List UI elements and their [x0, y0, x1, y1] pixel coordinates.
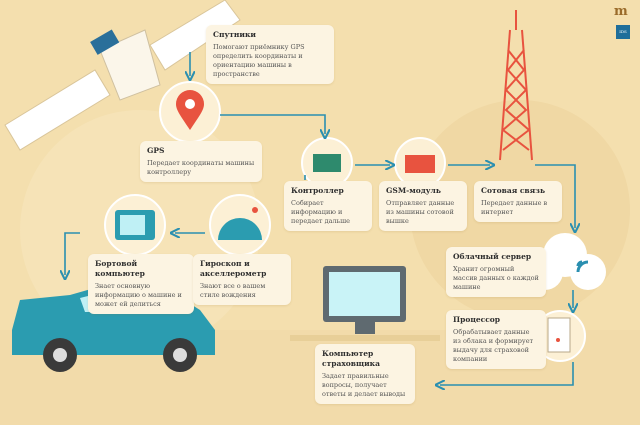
node-title: Бортовой компьютер — [95, 259, 145, 278]
node-gps: GPS Передает координаты машины контроллер… — [140, 141, 262, 182]
node-title: Облачный сервер — [453, 252, 532, 261]
node-text: Хранит огромный массив данных о каждой м… — [453, 265, 539, 291]
gps-pin-icon — [176, 90, 204, 130]
processor-icon — [547, 317, 571, 353]
cell-tower-icon — [499, 10, 533, 161]
node-text: Знает основную информацию о машине и мож… — [95, 282, 182, 308]
gsm-module-icon — [405, 155, 435, 173]
node-text: Передает данные в интернет — [481, 199, 548, 216]
speedometer-icon — [218, 218, 262, 240]
satellite-icon — [4, 0, 241, 151]
node-title: Процессор — [453, 315, 501, 324]
node-title: GSM-модуль — [386, 186, 441, 195]
node-text: Задает правильные вопросы, получает отве… — [322, 372, 406, 398]
flow-arrows — [65, 52, 575, 385]
node-text: Обрабатывает данные из облака и формируе… — [453, 328, 534, 363]
node-title: Сотовая связь — [481, 186, 546, 195]
node-title: Контроллер — [291, 186, 344, 195]
node-text: Отправляет данные из машины сотовой вышк… — [386, 199, 455, 225]
node-text: Передает координаты машины контроллеру — [147, 159, 255, 176]
node-title: GPS — [147, 146, 165, 155]
brand-logo: m — [614, 4, 628, 19]
node-text: Знают все о вашем стиле вождения — [200, 282, 266, 299]
node-text: Собирает информацию и передает дальше — [291, 199, 351, 225]
node-title: Спутники — [213, 30, 256, 39]
node-title: Компьютер страховщика — [322, 349, 380, 368]
node-title: Гироскоп и акселлерометр — [200, 259, 267, 278]
node-text: Помогают приёмнику GPS определить коорди… — [213, 43, 305, 78]
controller-icon — [313, 154, 341, 172]
ids-badge: IDS — [616, 25, 630, 39]
